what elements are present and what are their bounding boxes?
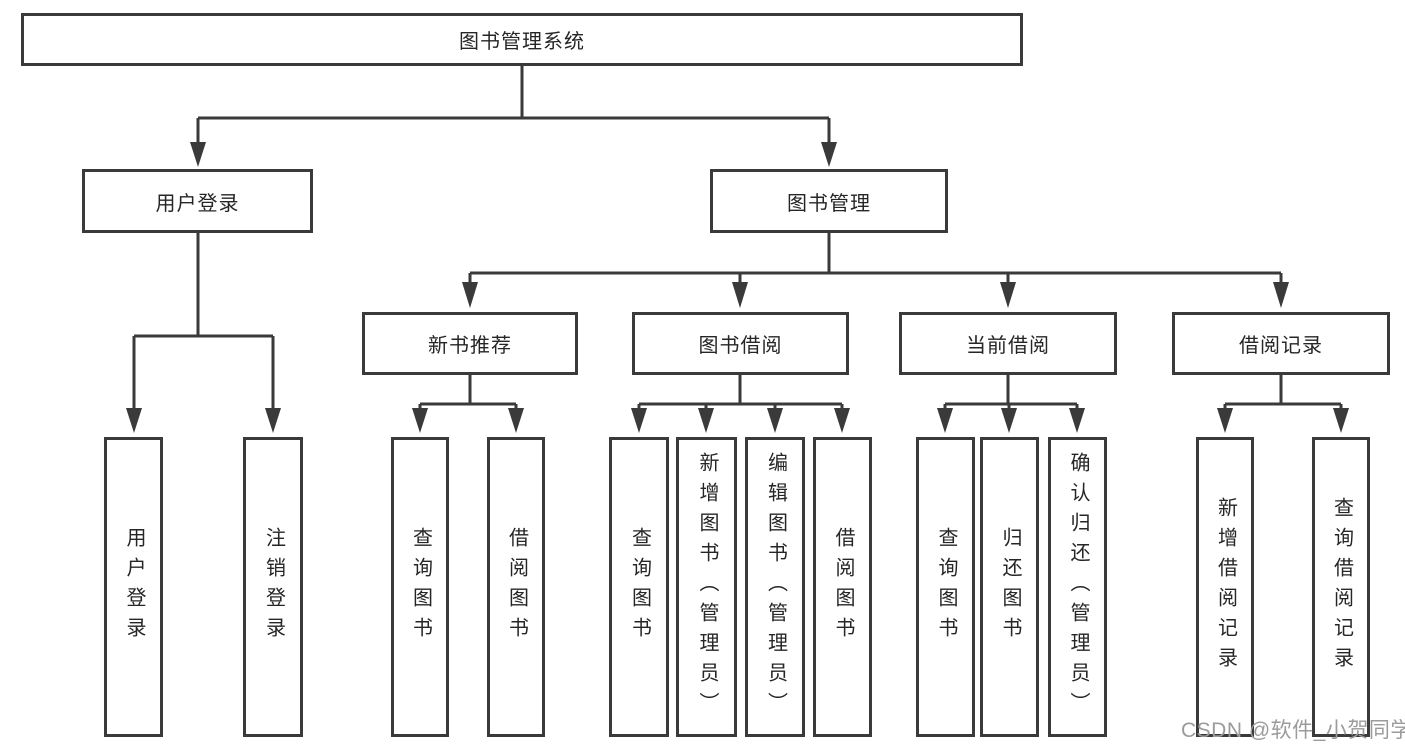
node-book-management-label: 图书管理 [787, 192, 871, 215]
connector-borrowrecord-to-leaves [1217, 375, 1349, 433]
leaf-confirm-return-admin: 确认归还（管理员） [1048, 437, 1107, 737]
leaf-return-books-label: 归还图书 [999, 527, 1021, 647]
leaf-borrow-books-borrow: 借阅图书 [813, 437, 872, 737]
leaf-query-books-recommend: 查询图书 [391, 437, 449, 737]
leaf-add-books-admin: 新增图书（管理员） [676, 437, 737, 737]
arrowhead [508, 408, 524, 433]
arrowhead [732, 282, 748, 308]
node-borrow-records-label: 借阅记录 [1239, 335, 1323, 357]
node-user-login: 用户登录 [82, 169, 313, 233]
arrowhead [126, 408, 142, 433]
leaf-edit-books-admin-label: 编辑图书（管理员） [764, 452, 787, 722]
arrowhead [1273, 282, 1289, 308]
arrowhead [412, 408, 428, 433]
arrowhead [1001, 408, 1017, 433]
leaf-query-books-borrow-label: 查询图书 [628, 527, 651, 647]
connector-userlogin-to-leaves [126, 233, 281, 433]
leaf-borrow-books-borrow-label: 借阅图书 [832, 527, 854, 647]
arrowhead [1069, 408, 1085, 433]
connector-root-to-level2 [190, 66, 837, 167]
leaf-query-books-current: 查询图书 [916, 437, 975, 737]
connector-currentborrow-to-leaves [937, 375, 1085, 433]
arrowhead [937, 408, 953, 433]
node-root: 图书管理系统 [21, 13, 1023, 66]
leaf-return-books: 归还图书 [980, 437, 1039, 737]
node-new-book-recommend: 新书推荐 [362, 312, 578, 375]
node-current-borrow: 当前借阅 [899, 312, 1117, 375]
arrowhead [631, 408, 647, 433]
leaf-query-books-borrow: 查询图书 [609, 437, 669, 737]
connector-bookmgmt-to-level3 [462, 233, 1289, 308]
connector-newbook-to-leaves [412, 375, 524, 433]
leaf-query-books-current-label: 查询图书 [935, 527, 957, 647]
arrowhead [767, 408, 783, 433]
leaf-add-books-admin-label: 新增图书（管理员） [696, 452, 718, 722]
leaf-edit-books-admin: 编辑图书（管理员） [745, 437, 805, 737]
arrowhead [698, 408, 714, 433]
arrowhead [1000, 282, 1016, 308]
leaf-query-borrow-record-label: 查询借阅记录 [1330, 497, 1353, 677]
node-new-book-recommend-label: 新书推荐 [428, 335, 512, 357]
arrowhead [1333, 408, 1349, 433]
leaf-user-login-label: 用户登录 [123, 527, 145, 647]
leaf-query-books-recommend-label: 查询图书 [409, 527, 432, 647]
arrowhead [821, 142, 837, 167]
leaf-logout-login-label: 注销登录 [262, 527, 285, 647]
leaf-borrow-books-recommend-label: 借阅图书 [505, 527, 528, 647]
node-borrow-records: 借阅记录 [1172, 312, 1390, 375]
leaf-confirm-return-admin-label: 确认归还（管理员） [1067, 452, 1089, 722]
arrowhead [265, 408, 281, 433]
arrowhead [834, 408, 850, 433]
leaf-add-borrow-record-label: 新增借阅记录 [1214, 497, 1237, 677]
leaf-query-borrow-record: 查询借阅记录 [1312, 437, 1370, 737]
csdn-watermark: CSDN @软件_小贺同学 [1181, 719, 1405, 742]
leaf-add-borrow-record: 新增借阅记录 [1196, 437, 1254, 737]
leaf-logout-login: 注销登录 [243, 437, 303, 737]
connector-bookborrow-to-leaves [631, 375, 850, 433]
node-book-borrow-label: 图书借阅 [698, 335, 783, 357]
node-current-borrow-label: 当前借阅 [966, 335, 1050, 357]
node-book-management: 图书管理 [710, 169, 948, 233]
node-book-borrow: 图书借阅 [632, 312, 849, 375]
arrowhead [190, 142, 206, 167]
leaf-borrow-books-recommend: 借阅图书 [487, 437, 545, 737]
node-root-label: 图书管理系统 [459, 31, 585, 53]
arrowhead [1217, 408, 1233, 433]
leaf-user-login: 用户登录 [104, 437, 163, 737]
node-user-login-label: 用户登录 [155, 192, 240, 215]
arrowhead [462, 282, 478, 308]
